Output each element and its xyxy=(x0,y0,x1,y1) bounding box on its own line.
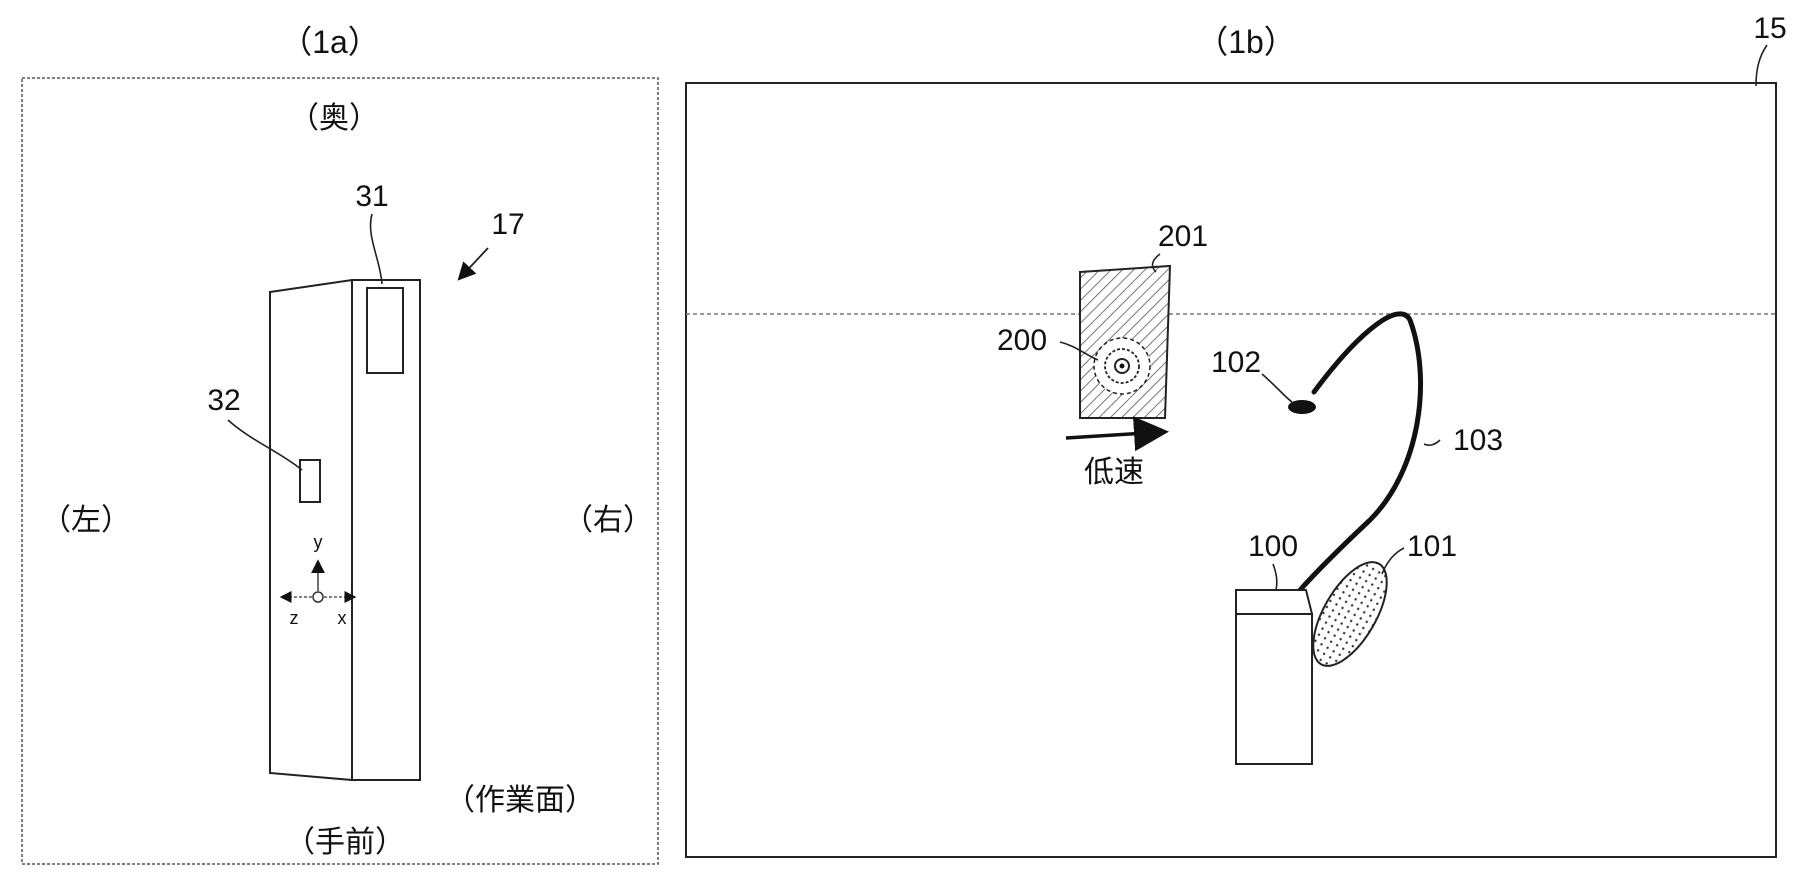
direction-right-label: （右） xyxy=(563,503,653,538)
panel-1b-caption: （1b） xyxy=(1196,24,1296,60)
direction-left-label: （左） xyxy=(41,503,131,538)
panel-1a: （1a） （奥） （左） （右） （作業面） （手前） 31 17 32 y z… xyxy=(22,24,658,864)
ref-31-leader xyxy=(371,214,382,284)
object-102-dot xyxy=(1288,400,1316,414)
component-32-window xyxy=(300,460,320,502)
low-speed-label: 低速 xyxy=(1084,455,1144,490)
ref-31-label: 31 xyxy=(355,180,388,213)
ref-17-arrow xyxy=(460,248,488,278)
ref-102-label: 102 xyxy=(1211,346,1261,379)
low-speed-arrow xyxy=(1066,432,1162,438)
axis-y-label: y xyxy=(314,532,323,552)
ref-103-leader xyxy=(1424,440,1440,445)
ref-100-label: 100 xyxy=(1248,530,1298,563)
ref-101-label: 101 xyxy=(1407,530,1457,563)
ref-103-label: 103 xyxy=(1453,424,1503,457)
panel-1a-caption: （1a） xyxy=(280,24,380,60)
ref-15-leader xyxy=(1756,45,1767,86)
target-200-marker xyxy=(1094,338,1150,394)
axis-x-label: x xyxy=(338,608,347,628)
direction-back-label: （奥） xyxy=(289,101,379,136)
ref-100-leader xyxy=(1273,564,1277,590)
device-100-top xyxy=(1236,590,1312,614)
device-left-face xyxy=(270,280,352,780)
element-101-ellipse xyxy=(1298,551,1401,677)
direction-work-surface-label: （作業面） xyxy=(445,783,595,818)
direction-front-label: （手前） xyxy=(285,825,405,860)
ref-200-label: 200 xyxy=(997,324,1047,357)
ref-102-leader xyxy=(1262,374,1292,402)
panel-1b-frame xyxy=(686,83,1776,857)
panel-1b: （1b） 15 201 200 低速 102 103 xyxy=(686,12,1787,857)
ref-32-label: 32 xyxy=(207,384,240,417)
ref-201-label: 201 xyxy=(1158,220,1208,253)
ref-17-label: 17 xyxy=(491,208,524,241)
component-31-window xyxy=(367,288,403,373)
device-100-body xyxy=(1236,614,1312,764)
axis-z-label: z xyxy=(290,608,299,628)
ref-15-label: 15 xyxy=(1753,12,1786,45)
